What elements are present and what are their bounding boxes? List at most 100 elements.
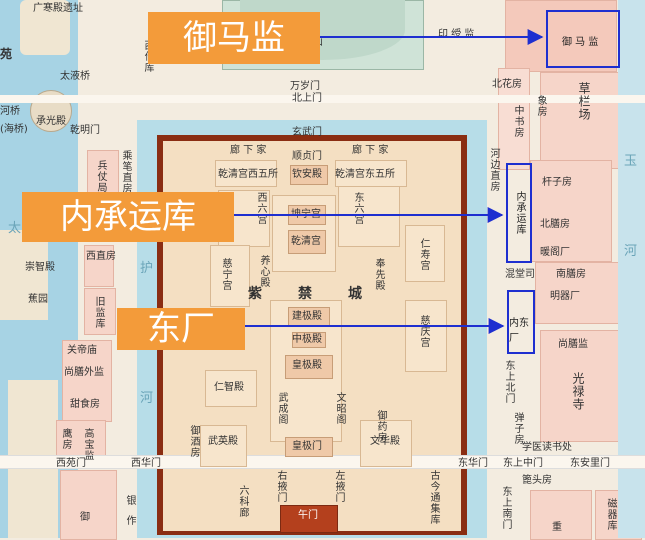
xiyuanmen-label: 西苑门 <box>56 458 86 469</box>
baoshuku-label: 高宝监 <box>82 428 93 461</box>
wuying-court <box>200 425 247 467</box>
liukelang-label: 六科廊 <box>237 485 248 518</box>
ganzifang-label: 杆子房 <box>542 177 572 188</box>
cining-court <box>210 245 250 307</box>
taiyeqiao-label: 太液桥 <box>60 71 90 82</box>
xueyi-label: 学医读书处 <box>522 442 572 453</box>
callout-yumajian: 御马监 <box>148 12 320 64</box>
east-block-8 <box>498 68 530 170</box>
bitoufang-label: 篦头房 <box>522 475 552 486</box>
gujin-tongjiku-label: 古今通集库 <box>428 470 439 525</box>
huangjimen-label: 皇极门 <box>292 441 322 452</box>
jianjidian-label: 建极殿 <box>292 311 322 322</box>
east-five-courts <box>335 160 407 187</box>
river-he-char: 河 <box>624 244 638 259</box>
ciqiku-label: 磁器库 <box>605 498 616 531</box>
cishou-court <box>405 300 447 372</box>
target-neichengyunku: 内承运库 <box>506 163 532 263</box>
wuchengge-label: 武成阁 <box>276 392 287 425</box>
shunzhenmen-label: 顺贞门 <box>292 151 322 162</box>
qianmingmen-label: 乾明门 <box>70 125 100 136</box>
west-block-3 <box>84 288 116 335</box>
zijincheng-jin: 禁 <box>298 286 312 302</box>
zhongjidian-label: 中极殿 <box>292 334 322 345</box>
zhongshufang-label: 中书房 <box>512 105 523 138</box>
huangjidian-label: 皇极殿 <box>292 360 322 371</box>
xishiku-label: 西什库 <box>142 40 153 73</box>
zuo-label: 作 <box>124 515 135 526</box>
qianqinggong-bldg <box>288 230 326 254</box>
chengguangdian-label: 承光殿 <box>36 116 66 127</box>
beihuafang-label: 北花房 <box>492 79 522 90</box>
nuangechang-label: 暖阁厂 <box>540 247 570 258</box>
dong-liugong-label: 东六宫 <box>352 192 363 225</box>
zhongjidian-bldg <box>292 332 326 348</box>
yin-zuo-label: 银 <box>124 495 135 506</box>
yingfang-label: 鹰房 <box>60 428 71 450</box>
lake-tai-char: 太 <box>8 221 22 236</box>
target-dongchang: 内东厂 <box>507 290 535 354</box>
east-block-5 <box>540 330 627 442</box>
jiujianku-label: 旧监库 <box>93 296 104 329</box>
xihuamen-label: 西华门 <box>131 458 161 469</box>
tianshifang-label: 甜食房 <box>70 399 100 410</box>
east-block-2 <box>540 72 622 169</box>
dongan-limen-label: 东安里门 <box>570 458 610 469</box>
west-block-5 <box>56 420 106 460</box>
lake-shore-left <box>0 230 48 320</box>
renzhi-court <box>205 370 257 407</box>
qianqing-w5-label: 乾清宫西五所 <box>218 169 278 180</box>
wumen-label: 午门 <box>298 510 318 521</box>
river-yu-char: 玉 <box>624 154 638 169</box>
wumen-bldg <box>280 505 338 533</box>
yangxindian-label: 养心殿 <box>258 255 269 288</box>
qianqinggong-label: 乾清宫 <box>291 236 321 247</box>
east-six-palaces <box>338 185 400 247</box>
wenhuadian-label: 文华殿 <box>370 436 400 447</box>
renshou-court <box>405 225 445 282</box>
wansuimen-label: 万岁门 <box>290 81 320 92</box>
qinandian-bldg <box>290 165 328 185</box>
donghuamen-label: 东华门 <box>458 458 488 469</box>
wenhua-court <box>360 420 412 467</box>
yujiufang-label: 御酒房 <box>188 425 199 458</box>
danzifang-label: 弹子房 <box>512 412 523 445</box>
callout-dongchang: 东厂 <box>117 308 245 350</box>
xizhifang-label: 西直房 <box>86 251 116 262</box>
yuan-label: 苑 <box>0 47 13 61</box>
xi-liugong-label: 西六宫 <box>255 192 266 225</box>
hekiao-label: 河桥 <box>0 106 20 117</box>
wuyingdian-label: 武英殿 <box>208 436 238 447</box>
nanshanfang-label: 南膳房 <box>556 269 586 280</box>
zijincheng-zi: 紫 <box>248 286 262 302</box>
target-yumajian-label: 御 马 监 <box>562 37 599 48</box>
bingzhangju-label: 兵仗局 <box>95 160 106 193</box>
shangshan-wai-label: 尚膳外监 <box>64 367 104 378</box>
huangjimen-bldg <box>285 437 333 457</box>
dongshang-nanmen-label: 东上南门 <box>500 486 511 530</box>
zuoyemen-label: 左掖门 <box>333 470 344 503</box>
guandimiao-label: 关帝庙 <box>67 345 97 356</box>
target-neichengyunku-label: 内承运库 <box>514 191 525 235</box>
beishanfang-label: 北膳房 <box>540 219 570 230</box>
cishou-label: 慈庆宫 <box>418 315 429 348</box>
moat-hu-char: 护 <box>140 261 154 276</box>
yu-river <box>618 0 645 538</box>
xuanwumen-label: 玄武门 <box>292 127 322 138</box>
zhong-label: 重 <box>552 522 562 533</box>
lake-shore-land <box>20 0 70 55</box>
west-five-courts <box>215 160 277 187</box>
renzhidian-label: 仁智殿 <box>214 382 244 393</box>
west-block-2 <box>84 245 114 287</box>
guanghan-label: 广寒殿遗址 <box>33 3 83 14</box>
haiqiao-label: (海桥) <box>0 124 28 135</box>
fengxiandian-label: 奉先殿 <box>373 258 384 291</box>
guanglusi-label: 光禄寺 <box>571 372 585 411</box>
yuyaofang-label: 御药房 <box>375 410 386 443</box>
huntangsi-label: 混堂司 <box>505 269 535 280</box>
langxia-east-label: 廊 下 家 <box>352 145 389 156</box>
mingqichang-label: 明器厂 <box>550 291 580 302</box>
target-yumajian: 御 马 监 <box>546 10 620 68</box>
callout-neichengyunku: 内承运库 <box>22 192 234 242</box>
caolanchang-label: 草栏场 <box>577 82 591 121</box>
